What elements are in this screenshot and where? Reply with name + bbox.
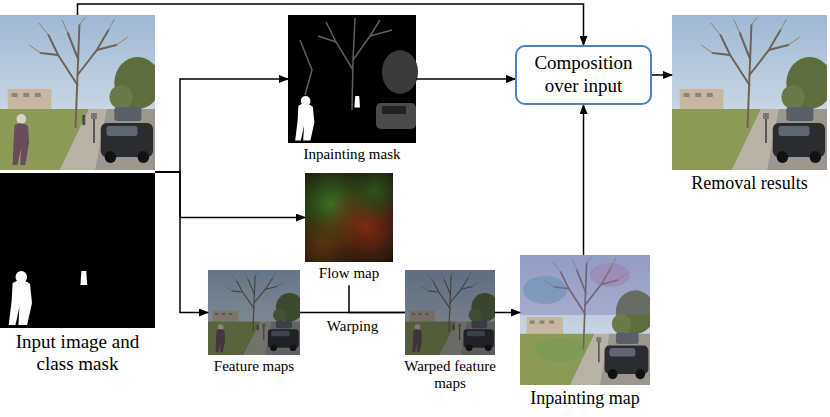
image-panel: Feature maps	[208, 270, 300, 355]
image-panel: Removal results	[672, 15, 827, 170]
flow-arrow	[155, 79, 288, 172]
flow-arrow	[349, 285, 405, 312]
image-caption: Inpainting mask	[303, 146, 400, 163]
image-caption: Warped feature maps	[403, 358, 498, 393]
image-caption: Feature maps	[214, 358, 294, 375]
image-caption: Flow map	[319, 265, 379, 282]
box-label: Composition over input	[525, 52, 642, 98]
image-panel: Flow map	[305, 173, 393, 262]
image-caption: Removal results	[691, 173, 807, 194]
edge-label: Warping	[325, 318, 380, 335]
image-panel: Inpainting mask	[288, 15, 416, 143]
image-panel: Inpainting map	[520, 255, 650, 385]
flow-arrow	[155, 172, 208, 313]
flow-arrow	[78, 4, 584, 45]
flow-arrow	[416, 78, 515, 80]
flow-arrow	[583, 105, 585, 255]
flow-arrow	[155, 172, 305, 218]
flow-arrow	[495, 312, 520, 314]
image-panel: Input image and class mask	[0, 15, 155, 328]
flow-arrow	[652, 74, 672, 76]
image-caption: Input image and class mask	[15, 331, 140, 375]
image-caption: Inpainting map	[530, 388, 639, 409]
process-box: Composition over input	[515, 45, 652, 105]
image-panel: Warped feature maps	[405, 270, 495, 355]
